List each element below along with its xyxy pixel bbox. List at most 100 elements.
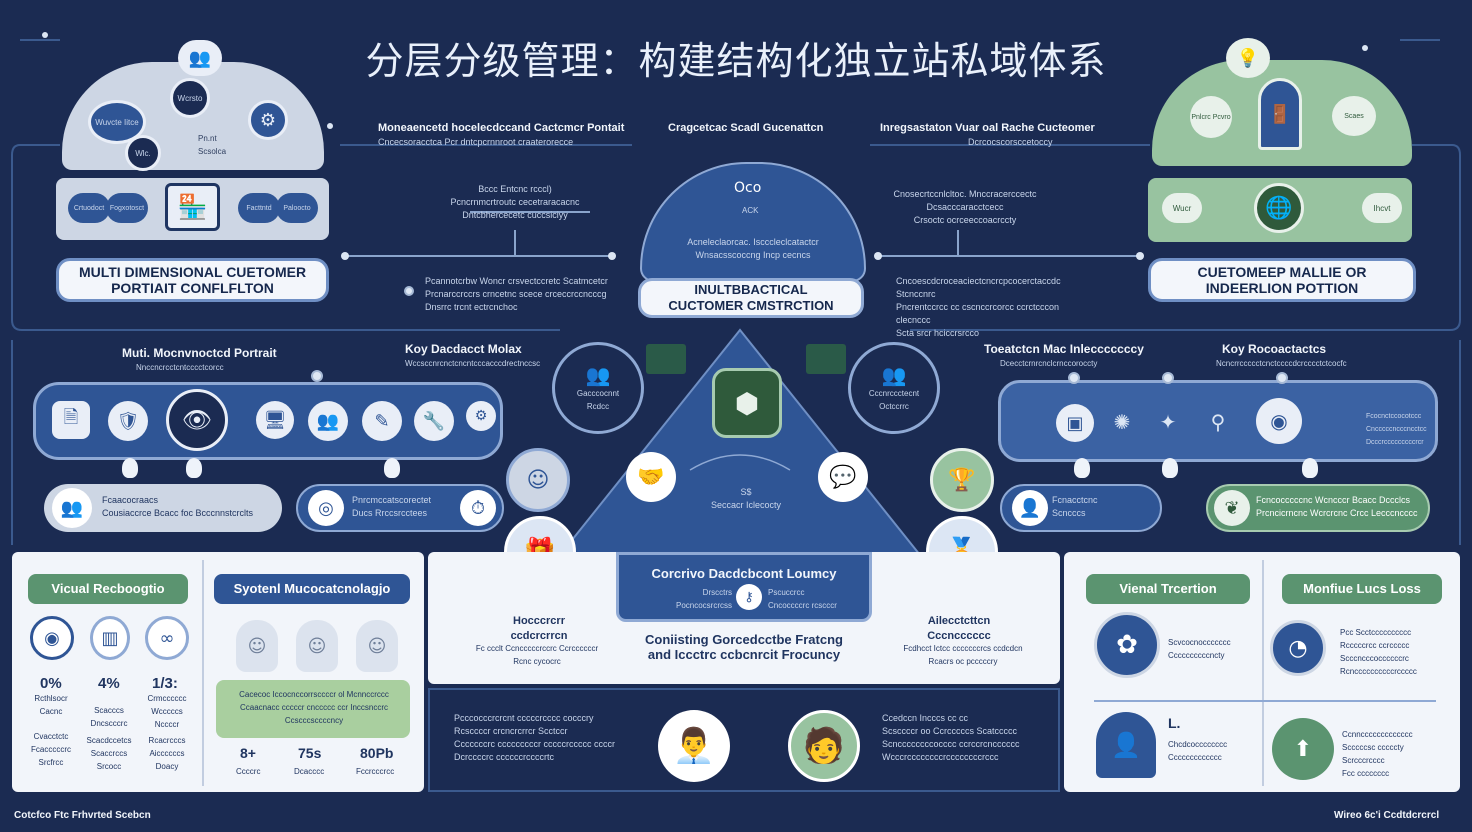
node-pill-4: Paloocto xyxy=(276,193,318,223)
num-3: 80Pb xyxy=(360,745,394,761)
portrait-block-2: Pcannotcrbw Woncr crsvectccretc Scatmcet… xyxy=(425,276,608,312)
handshake-icon: 🤝 xyxy=(626,452,676,502)
vision-icon: ◉ xyxy=(30,616,74,660)
focus-eye-icon: 👁 xyxy=(166,389,228,451)
center-cloud-sub: ACK xyxy=(742,206,759,215)
group-icon: 👥 xyxy=(308,401,348,441)
face-icon: ☺ xyxy=(356,620,398,672)
portrait-block-1: Bccc Entcnc rcccl)Pcncrnmcrtroutc cecetr… xyxy=(450,184,580,220)
pen-icon: ✎ xyxy=(362,401,402,441)
visual-interaction-tag[interactable]: Vienal Trcertion xyxy=(1086,574,1250,604)
leaf-circle-icon: ❦ xyxy=(1214,490,1250,526)
journey-key-icon: ⚷ xyxy=(736,584,762,610)
tools-icon: 🔧 xyxy=(414,401,454,441)
green-info-box xyxy=(216,680,410,738)
trophy-icon: 🏆 xyxy=(930,448,994,512)
analytics-icon: ◉ xyxy=(1256,398,1302,444)
mid-left-sub: Nnccncrcctcntcccctcorcc xyxy=(136,363,224,372)
mid-left-sub-2: Wccsccnrcnctcncntcccacccdrectnccsc xyxy=(405,359,541,368)
num-2: 75s xyxy=(298,745,322,761)
growth-icon: ⬆ xyxy=(1272,718,1334,780)
people-icon: 👥 xyxy=(178,40,222,76)
businessman-icon: 👨‍💼 xyxy=(658,710,730,782)
satisfaction-icon: ☺ xyxy=(506,448,570,512)
connector-dot xyxy=(1162,372,1174,384)
mid-right-heading-2: Koy Rocoactactcs xyxy=(1222,342,1327,356)
face-icon: ☺ xyxy=(296,620,338,672)
stat-big-3: 1/3: xyxy=(152,675,178,692)
monitor-loss-tag[interactable]: Monfiue Lucs Loss xyxy=(1282,574,1442,604)
num-1: 8+ xyxy=(240,745,256,761)
bulb-icon xyxy=(1074,458,1090,478)
chat-icon: 💬 xyxy=(818,452,868,502)
footer-left: Cotcfco Ftc Frhvrted Scebcn xyxy=(14,810,151,821)
face-icon: ☺ xyxy=(236,620,278,672)
bulb-icon xyxy=(1302,458,1318,478)
network-icon: ✺ xyxy=(1113,410,1131,434)
visual-recognition-tag[interactable]: Vicual Recboogtio xyxy=(28,574,188,604)
cloud-node-4: ⚙ xyxy=(248,100,288,140)
globe-icon: 🌐 xyxy=(1254,183,1304,233)
green-oval-2: Ihcvt xyxy=(1362,193,1402,223)
num-label-2: Dcacccc xyxy=(294,767,325,776)
num-label-1: Ccccrc xyxy=(236,767,261,776)
bottom-left-divider xyxy=(202,560,204,786)
lightbulb-icon: 💡 xyxy=(1226,38,1270,78)
bulb-icon xyxy=(384,458,400,478)
target-icon: ◎ xyxy=(308,490,344,526)
settings-icon: ⚙ xyxy=(466,401,496,431)
integration-sub: Dcrcocscorsccetoccy xyxy=(968,137,1053,147)
connector-dot xyxy=(311,370,323,382)
server-block-right xyxy=(806,344,846,374)
bulb-icon xyxy=(1162,458,1178,478)
node-pill-3: Facttntd xyxy=(238,193,280,223)
bulb-icon xyxy=(122,458,138,478)
shield-icon: 🛡 xyxy=(108,401,148,441)
bottom-right-connector xyxy=(1094,700,1436,702)
center-heading: Cragcetcac Scadl Gucenattcn xyxy=(668,122,824,134)
bottom-right-divider xyxy=(1262,560,1264,786)
center-circle-right: 👥 Cccnrccctecnt Octccrrc xyxy=(848,342,940,434)
ring-icon: ◔ xyxy=(1270,620,1326,676)
green-node-2: Scaes xyxy=(1332,96,1376,136)
green-node-1: Pnlcrc Pcvro xyxy=(1190,96,1232,138)
node-pill-2: Fogxotosct xyxy=(106,193,148,223)
clock-icon: ⏱ xyxy=(460,490,496,526)
center-cloud-num: Oco xyxy=(734,180,762,196)
mid-right-heading: Toeatctcn Mac Inlecccccccy xyxy=(984,342,1144,356)
node-pill-1: Crtuodoct xyxy=(68,193,110,223)
arch-door-icon: 🚪 xyxy=(1258,78,1302,150)
integration-heading: Inregsastaton Vuar oal Rache Cucteomer xyxy=(880,122,1095,134)
system-management-tag[interactable]: Syotenl Mucocatcnolagjo xyxy=(214,574,410,604)
connector-dot xyxy=(1276,372,1288,384)
journey-banner-title: Corcrivo Dacdcbcont Loumcy xyxy=(651,566,837,581)
person-circle-icon: 👤 xyxy=(1012,490,1048,526)
stat-big-2: 4% xyxy=(98,675,120,692)
signal-icon: ✦ xyxy=(1159,410,1177,434)
cloud-node-2: Wcrsto xyxy=(170,78,210,118)
people-circle-icon: 👥 xyxy=(52,488,92,528)
